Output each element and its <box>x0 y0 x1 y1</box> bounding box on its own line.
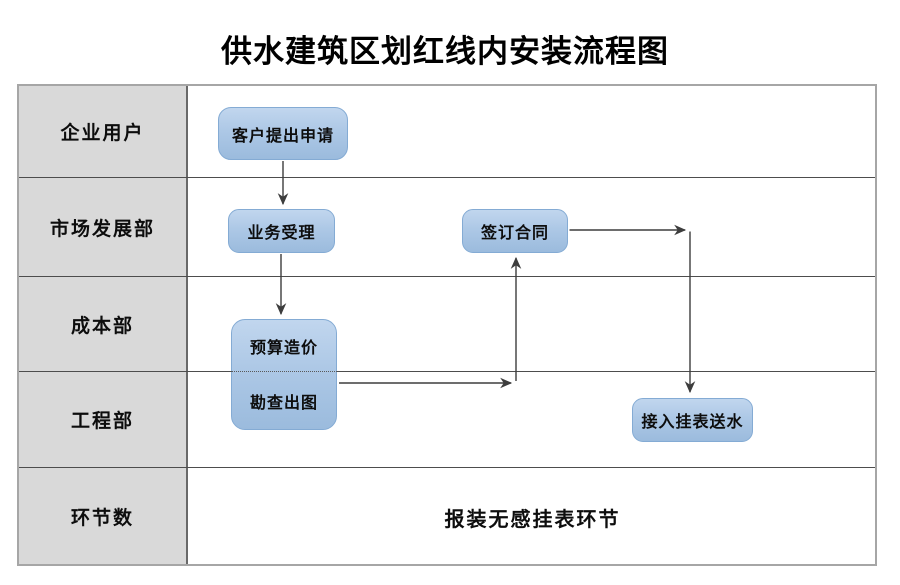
node-connect-meter-water: 接入挂表送水 <box>632 398 753 442</box>
lane-step-count: 环节数 <box>19 468 875 564</box>
node-budget-and-survey: 预算造价 勘查出图 <box>231 319 337 430</box>
lane-label-step-count: 环节数 <box>19 468 188 564</box>
node-sign-contract: 签订合同 <box>462 209 568 253</box>
swimlane-grid: 企业用户 市场发展部 成本部 工程部 环节数 <box>17 84 877 566</box>
lane-engineering-department: 工程部 <box>19 372 875 468</box>
lane-enterprise-user: 企业用户 <box>19 86 875 178</box>
dotted-lane-divider <box>231 371 337 372</box>
lane-label-enterprise-user: 企业用户 <box>19 86 188 177</box>
node-business-acceptance-label: 业务受理 <box>247 225 316 242</box>
lane-label-market-development: 市场发展部 <box>19 178 188 276</box>
node-customer-apply-label: 客户提出申请 <box>231 127 334 145</box>
node-sign-contract-label: 签订合同 <box>480 225 549 242</box>
lane-cost-department: 成本部 <box>19 277 875 372</box>
lane-market-development: 市场发展部 <box>19 178 875 277</box>
node-business-acceptance: 业务受理 <box>228 209 335 253</box>
node-survey-label: 勘查出图 <box>249 394 318 412</box>
node-connect-meter-water-label: 接入挂表送水 <box>641 414 744 431</box>
footer-note: 报装无感挂表环节 <box>444 508 621 531</box>
node-budget-label: 预算造价 <box>249 340 318 357</box>
lane-label-engineering-department: 工程部 <box>19 372 188 467</box>
lane-label-cost-department: 成本部 <box>19 277 188 371</box>
node-customer-apply: 客户提出申请 <box>218 107 348 160</box>
diagram-title: 供水建筑区划红线内安装流程图 <box>221 34 669 69</box>
